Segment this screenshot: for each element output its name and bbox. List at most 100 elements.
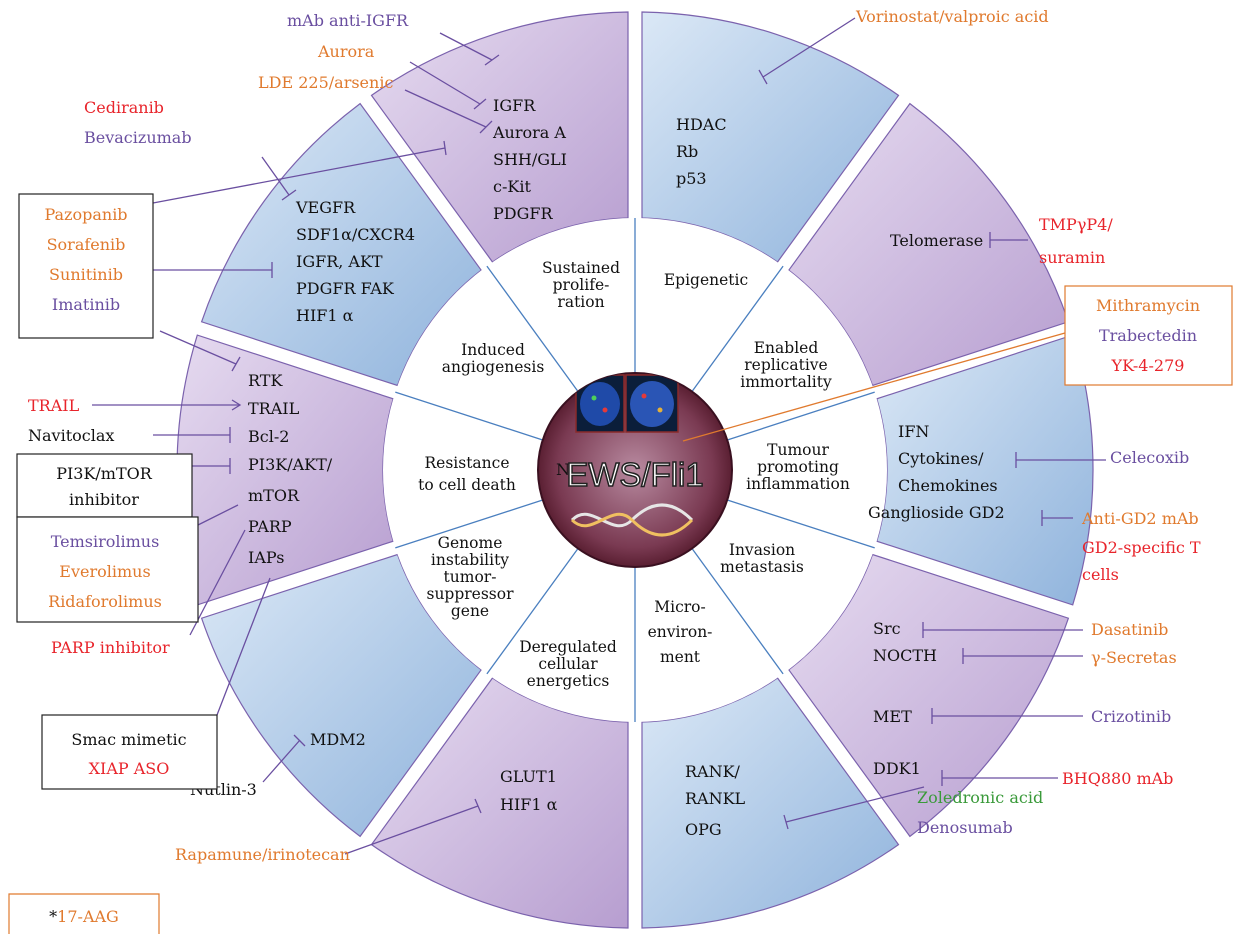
target-vegfr: VEGFR [295,198,356,217]
divider-line [486,548,579,675]
drug-mab-anti-igfr: mAb anti-IGFR [287,11,409,30]
drug-gd2-t-line1: GD2-specific T [1082,538,1201,557]
segment-microenvironment [641,677,900,929]
drug-smac-mimetic: Smac mimetic [71,730,186,749]
target-mdm2: MDM2 [310,730,366,749]
inhibition-connectors [92,17,1106,855]
target-glut1: GLUT1 [500,767,557,786]
divider-line [691,548,784,675]
drug-gamma-secretas: γ-Secretas [1091,648,1177,667]
hallmark-genome-0: Genome [438,534,503,552]
drug-gd2-t-line2: cells [1082,565,1119,584]
target-ddk1: DDK1 [873,759,921,778]
drug-tmp-line1: TMPγP4/ [1039,215,1113,234]
hallmark-invasion-0: Invasion [729,541,795,559]
segment-inflammation [876,334,1094,606]
drug-zoledronic-acid: Zoledronic acid [917,788,1043,807]
hallmark-genome-2: tumor- [444,568,497,586]
hallmark-cell-death-1: to cell death [418,476,516,494]
drug-anti-gd2: Anti-GD2 mAb [1081,509,1199,528]
drug-lde-225: LDE 225/arsenic [258,73,393,92]
hallmark-immortality-1: replicative [744,356,827,374]
target-ifn: IFN [898,422,929,441]
target-aurora-a: Aurora A [492,123,566,142]
target-labels: IGFR Aurora A SHH/GLI c-Kit PDGFR HDAC R… [248,96,1005,839]
aag-asterisk: * [49,907,57,926]
drug-ridaforolimus: Ridaforolimus [48,592,162,611]
hallmark-microenvironment-2: ment [660,648,701,666]
hallmark-microenvironment-0: Micro- [654,598,706,616]
target-rankl: RANKL [685,789,746,808]
center-label: EWS/Fli1 [566,456,704,493]
hallmark-angiogenesis-1: angiogenesis [442,358,545,376]
drug-pi3k-line1: PI3K/mTOR [56,464,153,483]
drug-mithramycin: Mithramycin [1096,296,1200,315]
hallmark-immortality-0: Enabled [754,339,819,357]
target-sdf1a: SDF1α/CXCR4 [296,225,415,244]
outer-ring [176,11,1094,929]
hallmark-proliferation-0: Sustained [542,259,620,277]
hallmark-proliferation-1: prolife- [553,276,610,294]
target-trail: TRAIL [248,399,300,418]
drug-cediranib: Cediranib [84,98,164,117]
drug-box-pi3k: PI3K/mTOR inhibitor Temsirolimus Everoli… [16,453,199,623]
hallmark-cell-death-0: Resistance [424,454,509,472]
drug-navitoclax: Navitoclax [28,426,114,445]
target-bcl2: Bcl-2 [248,427,289,446]
target-mtor: mTOR [248,486,300,505]
divider-line [727,391,875,441]
drug-box-mithramycin: Mithramycin Trabectedin YK-4-279 [1064,285,1233,386]
target-iaps: IAPs [248,548,284,567]
target-chemokines: Chemokines [898,476,998,495]
drug-celecoxib: Celecoxib [1110,448,1189,467]
hallmark-genome-4: gene [451,602,489,620]
target-met: MET [873,707,912,726]
drug-temsirolimus: Temsirolimus [51,532,160,551]
target-rb: Rb [676,142,698,161]
drug-labels: mAb anti-IGFR Aurora LDE 225/arsenic Ced… [28,7,1201,864]
divider-line [727,499,875,549]
hallmark-inflammation-2: inflammation [746,475,850,493]
divider-line [486,265,579,392]
hallmark-immortality-2: immortality [740,373,832,391]
drug-crizotinib: Crizotinib [1091,707,1171,726]
drug-rapamune: Rapamune/irinotecan [175,845,350,864]
target-p53: p53 [676,169,707,188]
segment-genome [200,553,483,838]
hallmark-dividers [395,218,875,722]
drug-aurora: Aurora [317,42,375,61]
target-pdgfr: PDGFR [493,204,553,223]
hallmark-labels: Sustained prolife- ration Epigenetic Ena… [418,259,850,690]
hallmark-epigenetic-0: Epigenetic [664,271,748,289]
hallmark-energetics-1: cellular [538,655,598,673]
drug-bevacizumab: Bevacizumab [84,128,192,147]
hallmark-energetics-2: energetics [527,672,610,690]
drug-trail: TRAIL [28,396,80,415]
drug-box-smac: Smac mimetic XIAP ASO [41,714,218,790]
hallmark-microenvironment-1: environ- [648,623,713,641]
drug-yk-4-279: YK-4-279 [1111,356,1185,375]
segment-invasion [787,553,1070,838]
target-hif1a-energetics: HIF1 α [500,795,558,814]
divider-line [395,499,543,549]
drug-pi3k-line2: inhibitor [69,490,139,509]
drug-sunitinib: Sunitinib [49,265,123,284]
drug-17-aag: 17-AAG [57,907,119,926]
drug-box-17-aag: *17-AAG [8,893,160,934]
hallmark-energetics-0: Deregulated [519,638,617,656]
drug-trabectedin: Trabectedin [1099,326,1197,345]
target-igfr-akt: IGFR, AKT [296,252,383,271]
divider-line [395,391,543,441]
target-ganglioside: Ganglioside GD2 [868,503,1005,522]
segment-epigenetic [641,11,900,263]
drug-parp-inhibitor: PARP inhibitor [51,638,170,657]
drug-box-angiogenesis: Pazopanib Sorafenib Sunitinib Imatinib [18,193,154,339]
center-ews-fli1-image: N EWS/Fli1 [537,372,733,568]
segment-angiogenesis [200,102,483,387]
drug-denosumab: Denosumab [917,818,1013,837]
target-telomerase: Telomerase [890,231,983,250]
target-c-kit: c-Kit [493,177,531,196]
target-pi3k-akt: PI3K/AKT/ [248,455,333,474]
hallmark-inflammation-1: promoting [757,458,839,476]
